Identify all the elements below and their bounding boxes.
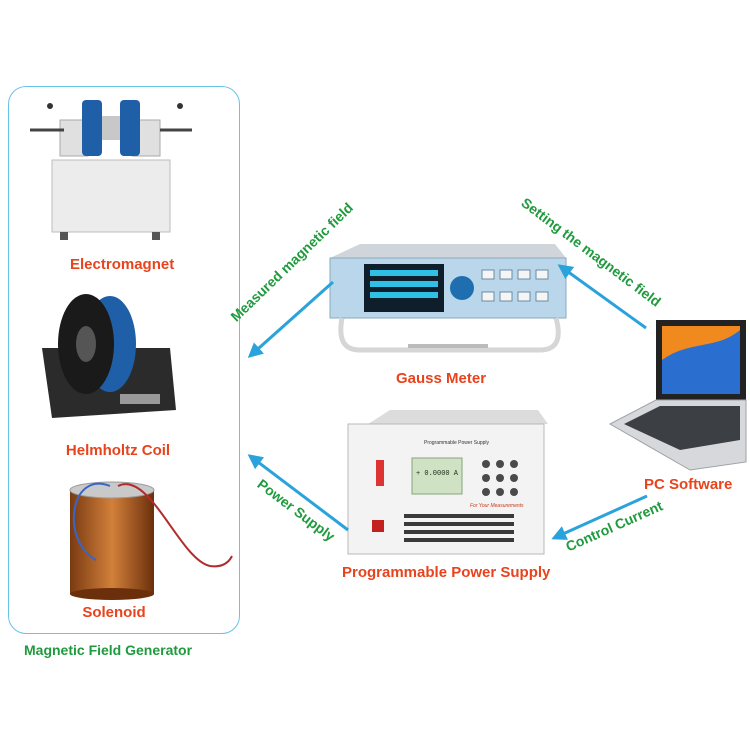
arrow-control-current: [551, 494, 648, 540]
flow-arrows: [247, 264, 648, 540]
helmholtz-coil-label: Helmholtz Coil: [65, 442, 171, 459]
power-supply-image: [347, 410, 548, 555]
electromagnet-image: [30, 100, 192, 240]
generator-group-box: [8, 86, 240, 634]
pc-software-label: PC Software: [644, 476, 733, 493]
electromagnet-label: Electromagnet: [70, 256, 175, 273]
arrow-power-supply: [247, 454, 349, 532]
power-supply-display: + 0.0000 A: [416, 470, 459, 478]
gauss-meter-label: Gauss Meter: [396, 370, 487, 387]
generator-group-title: Magnetic Field Generator: [24, 642, 193, 658]
arrow-setting-field: [557, 264, 647, 330]
gauss-meter-image: [329, 244, 567, 353]
solenoid-label: Solenoid: [82, 604, 146, 621]
pc-laptop-image: [608, 320, 747, 471]
power-supply-panel-title: Programmable Power Supply: [424, 440, 490, 446]
power-supply-slogan: For Your Measurements: [470, 503, 524, 509]
helmholtz-coil-image: [42, 294, 176, 418]
arrow-measured-field: [247, 280, 334, 358]
power-supply-label: Programmable Power Supply: [342, 564, 551, 581]
solenoid-image: [69, 481, 233, 600]
